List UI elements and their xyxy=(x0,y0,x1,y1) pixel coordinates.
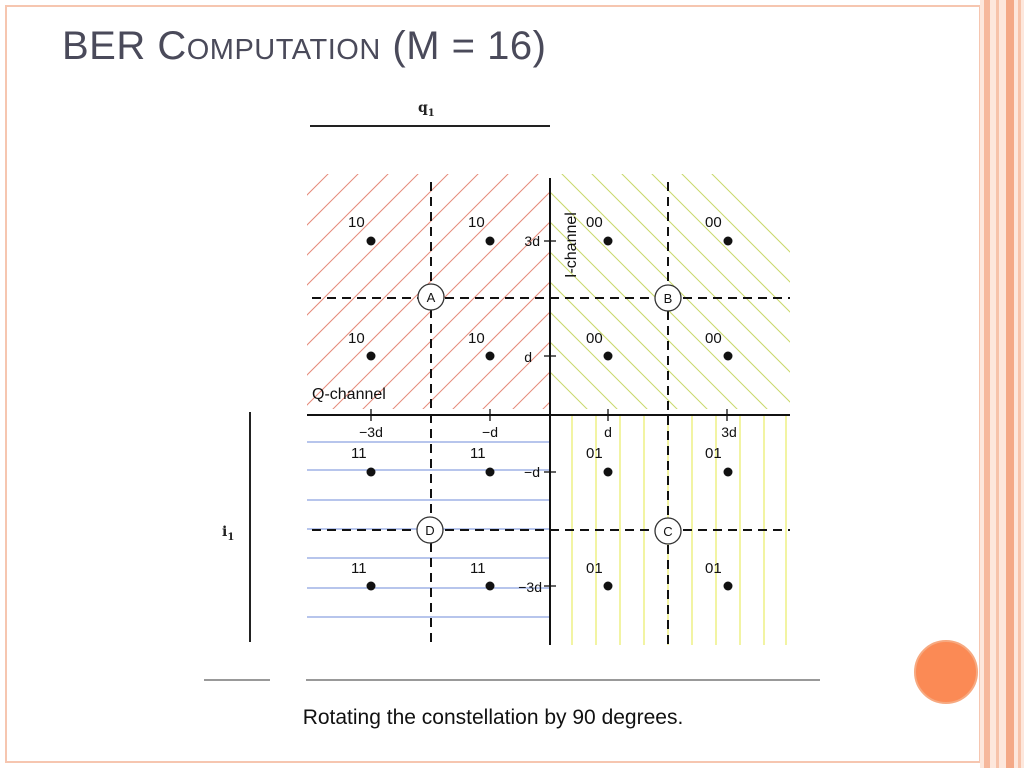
symbol-label-r3c4: 01 xyxy=(705,445,722,462)
symbol-label-r1c1: 10 xyxy=(348,214,365,231)
symbol-label-r1c4: 00 xyxy=(705,214,722,231)
q-channel-label: Q-channel xyxy=(312,386,386,403)
v-tick-minus-3d: −3d xyxy=(518,579,542,595)
point-r4c3 xyxy=(603,581,613,591)
title-smallcaps: omputation xyxy=(186,34,381,66)
point-r2c3 xyxy=(603,351,613,361)
constellation-points xyxy=(366,236,733,591)
h-tick-minus-3d: −3d xyxy=(359,424,383,440)
v-tick-d: d xyxy=(524,349,532,365)
slide-title: BER Computation (M = 16) xyxy=(62,22,546,74)
decision-boundaries xyxy=(312,182,790,645)
point-r3c4 xyxy=(723,467,733,477)
symbol-label-r2c1: 10 xyxy=(348,330,365,347)
region-c-circle xyxy=(654,517,682,545)
q1-label: q1 xyxy=(418,100,435,119)
point-r3c2 xyxy=(485,467,495,477)
orange-circle-ornament xyxy=(914,640,978,704)
symbol-label-r2c2: 10 xyxy=(468,330,485,347)
constellation-diagram: q1 i1 A B C D I-channel Q-channel 3d d −… xyxy=(204,100,820,681)
symbol-label-r4c1: 11 xyxy=(351,560,367,577)
symbol-label-r2c4: 00 xyxy=(705,330,722,347)
symbol-label-r3c3: 01 xyxy=(586,445,603,462)
region-c-label: C xyxy=(663,524,672,539)
i1-label: i1 xyxy=(222,524,234,543)
point-r1c4 xyxy=(723,236,733,246)
h-tick-d: d xyxy=(604,424,612,440)
symbol-label-r3c1: 11 xyxy=(351,445,367,462)
region-d-circle xyxy=(416,516,444,544)
i-channel-label: I-channel xyxy=(563,212,580,278)
h-tick-minus-d: −d xyxy=(482,424,498,440)
region-a-circle xyxy=(417,283,445,311)
symbol-label-r1c3: 00 xyxy=(586,214,603,231)
symbol-label-r3c2: 11 xyxy=(470,445,486,462)
title-capital: C xyxy=(157,24,187,68)
figure-caption: Rotating the constellation by 90 degrees… xyxy=(302,706,684,729)
point-r2c4 xyxy=(723,351,733,361)
title-first: BER xyxy=(62,24,158,68)
point-r4c4 xyxy=(723,581,733,591)
point-r1c1 xyxy=(366,236,376,246)
symbol-label-r4c4: 01 xyxy=(705,560,722,577)
region-d-label: D xyxy=(425,523,434,538)
point-r2c2 xyxy=(485,351,495,361)
region-a-label: A xyxy=(427,290,436,305)
title-suffix: (M = 16) xyxy=(380,24,547,68)
h-tick-3d: 3d xyxy=(721,424,737,440)
v-tick-minus-d: −d xyxy=(524,464,540,480)
point-r3c1 xyxy=(366,467,376,477)
point-r3c3 xyxy=(603,467,613,477)
symbol-label-r4c3: 01 xyxy=(586,560,603,577)
decorative-side-stripes xyxy=(980,0,1024,768)
point-r1c2 xyxy=(485,236,495,246)
point-r2c1 xyxy=(366,351,376,361)
point-r1c3 xyxy=(603,236,613,246)
point-r4c1 xyxy=(366,581,376,591)
point-r4c2 xyxy=(485,581,495,591)
region-b-circle xyxy=(654,284,682,312)
symbol-label-r4c2: 11 xyxy=(470,560,486,577)
symbol-label-r2c3: 00 xyxy=(586,330,603,347)
region-b-label: B xyxy=(664,291,673,306)
v-tick-3d: 3d xyxy=(524,233,540,249)
symbol-label-r1c2: 10 xyxy=(468,214,485,231)
